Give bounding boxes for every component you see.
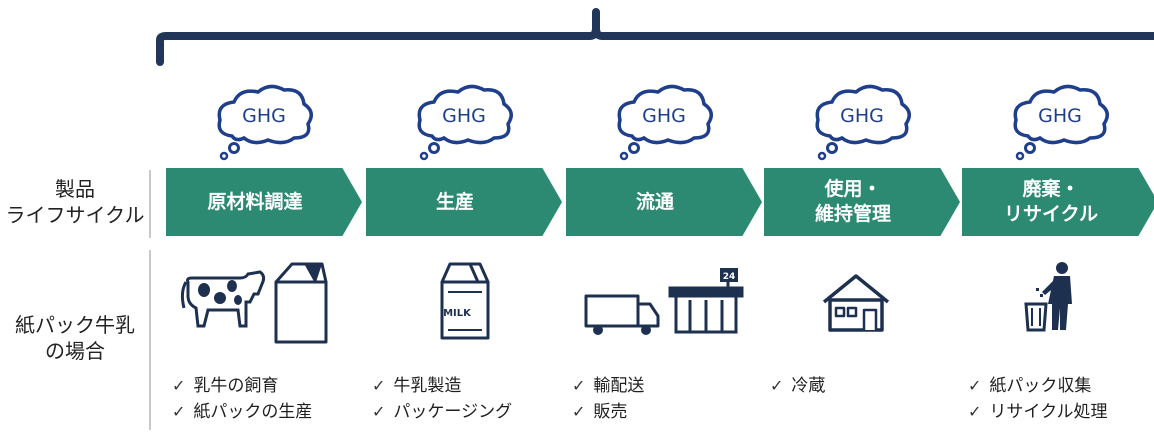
- store-sign: 24: [723, 272, 736, 282]
- check-icon: ✓: [572, 402, 586, 421]
- stage-production: GHG 生産 MILK ✓牛乳製造 ✓パッケージング: [366, 0, 562, 434]
- row-label-lifecycle: 製品 ライフサイクル: [5, 177, 145, 227]
- check-icon: ✓: [372, 402, 386, 421]
- check-item: ✓乳牛の飼育: [172, 376, 279, 396]
- check-icon: ✓: [372, 376, 386, 395]
- stage-chevron: 流通: [566, 168, 762, 236]
- check-list: ✓輸配送 ✓販売: [572, 373, 762, 425]
- check-list: ✓紙パック収集 ✓リサイクル処理: [968, 373, 1154, 425]
- check-icon: ✓: [968, 402, 982, 421]
- stage-distribution: GHG 流通 24 ✓輸配送 ✓販売: [566, 0, 762, 434]
- check-icon: ✓: [572, 376, 586, 395]
- stage-label: 廃棄・ リサイクル: [1003, 178, 1099, 225]
- divider-line: [149, 170, 151, 238]
- milk-carton-icon: MILK: [440, 262, 490, 340]
- ghg-label: GHG: [442, 105, 486, 127]
- check-icon: ✓: [172, 402, 186, 421]
- cow-and-milk-carton-icon: [180, 262, 328, 344]
- stage-chevron: 使用・ 維持管理: [764, 168, 960, 236]
- ghg-cloud-icon: GHG: [217, 84, 313, 161]
- stage-label: 原材料調達: [207, 190, 303, 213]
- ghg-label: GHG: [840, 105, 884, 127]
- check-list: ✓冷蔵: [770, 373, 960, 399]
- check-item: ✓紙パック収集: [968, 376, 1092, 396]
- stage-use-maintenance: GHG 使用・ 維持管理 ✓冷蔵: [764, 0, 960, 434]
- stage-label: 流通: [635, 190, 674, 213]
- ghg-label: GHG: [1038, 105, 1082, 127]
- truck-and-store-icon: 24: [584, 268, 744, 335]
- check-item: ✓紙パックの生産: [172, 402, 313, 422]
- stage-label: 使用・ 維持管理: [814, 178, 891, 225]
- check-item: ✓牛乳製造: [372, 376, 462, 396]
- check-item: ✓輸配送: [572, 376, 645, 396]
- stage-raw-material: GHG 原材料調達 ✓乳牛の飼育 ✓紙パックの生産: [166, 0, 362, 434]
- check-list: ✓乳牛の飼育 ✓紙パックの生産: [172, 373, 362, 425]
- trash-disposal-icon: [1024, 262, 1072, 332]
- ghg-cloud-icon: GHG: [815, 84, 911, 161]
- ghg-label: GHG: [642, 105, 686, 127]
- row-label-milk-case: 紙パック牛乳 の場合: [15, 313, 135, 363]
- check-item: ✓パッケージング: [372, 402, 513, 422]
- stage-chevron: 生産: [366, 168, 562, 236]
- lifecycle-bracket: [156, 8, 1154, 66]
- stage-disposal-recycling: GHG 廃棄・ リサイクル ✓紙パック収集 ✓リサイクル処理: [962, 0, 1154, 434]
- check-icon: ✓: [770, 376, 784, 395]
- ghg-label: GHG: [242, 105, 286, 127]
- house-icon: [822, 274, 890, 332]
- ghg-cloud-icon: GHG: [617, 84, 713, 161]
- check-list: ✓牛乳製造 ✓パッケージング: [372, 373, 562, 425]
- carton-text: MILK: [443, 308, 472, 319]
- ghg-cloud-icon: GHG: [417, 84, 513, 161]
- check-item: ✓リサイクル処理: [968, 402, 1108, 422]
- check-item: ✓冷蔵: [770, 376, 826, 396]
- stage-chevron: 廃棄・ リサイクル: [962, 168, 1154, 236]
- check-icon: ✓: [172, 376, 186, 395]
- check-icon: ✓: [968, 376, 982, 395]
- ghg-cloud-icon: GHG: [1013, 84, 1109, 161]
- divider-line: [149, 250, 151, 430]
- check-item: ✓販売: [572, 402, 628, 422]
- stage-chevron: 原材料調達: [166, 168, 362, 236]
- stage-label: 生産: [435, 190, 474, 213]
